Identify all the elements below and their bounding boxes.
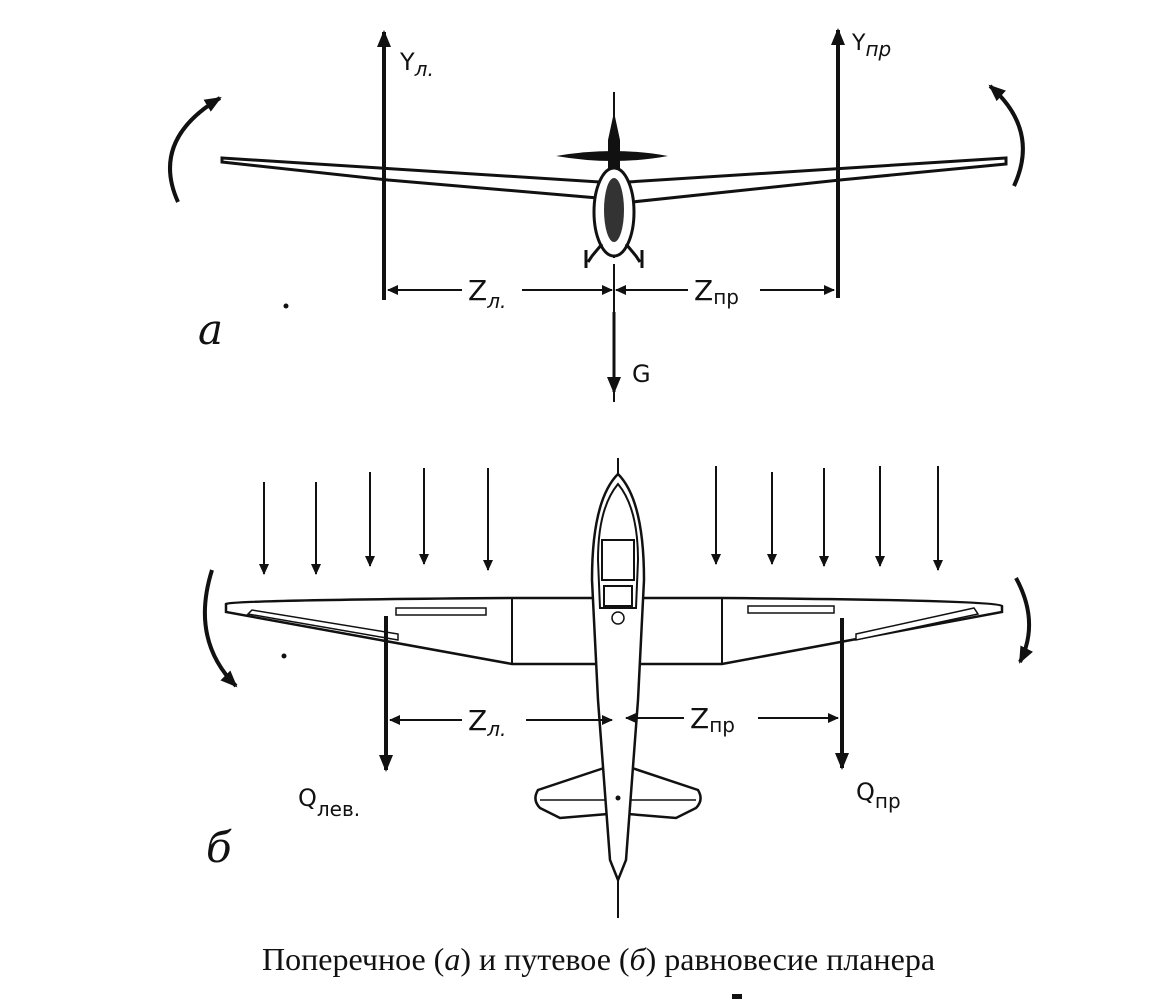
canopy-front xyxy=(604,178,624,242)
right-wing xyxy=(626,156,1008,204)
left-wing xyxy=(220,156,602,200)
spoiler-right xyxy=(747,605,835,614)
arm-right-label-b: Zпр xyxy=(690,702,735,737)
airflow-arrows-left xyxy=(259,468,493,575)
arm-left-label-b: Zл. xyxy=(468,704,506,741)
figure-caption: Поперечное (а) и путевое (б) равновесие … xyxy=(262,941,935,977)
roll-arrow-left xyxy=(168,96,222,203)
panel-letter-b: б xyxy=(206,823,232,872)
arm-left-label-a: Zл. xyxy=(468,274,506,313)
yaw-arrow-right xyxy=(1014,577,1033,664)
weight-label: G xyxy=(632,360,651,388)
yaw-arrow-left xyxy=(202,569,238,688)
aileron-left xyxy=(246,609,399,641)
drag-right-label: Qпр xyxy=(856,778,901,813)
roll-arrow-right xyxy=(988,84,1025,187)
spoiler-left xyxy=(395,607,487,616)
panel-letter-a: а xyxy=(198,305,223,354)
canopy-planform xyxy=(596,482,640,609)
diagram-a-front-view: Yл. Yпр Zл. Zпр G а xyxy=(168,28,1025,402)
airflow-arrows-right xyxy=(711,466,943,571)
lift-right-label: Yпр xyxy=(851,31,891,61)
drag-left-label: Qлев. xyxy=(298,784,360,821)
lift-left-label: Yл. xyxy=(399,48,434,81)
diagram-b-top-view: Zл. Zпр Qлев. Qпр б xyxy=(202,458,1033,918)
aileron-right xyxy=(855,607,980,641)
landing-skid xyxy=(584,243,644,268)
arm-right-label-a: Zпр xyxy=(694,274,739,309)
fin xyxy=(608,112,620,184)
